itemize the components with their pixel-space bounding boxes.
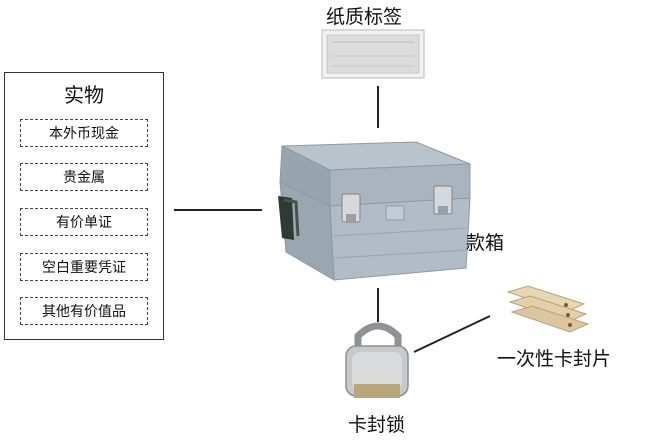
seal-strip-label: 一次性卡封片	[497, 348, 612, 370]
panel-title: 实物	[64, 83, 104, 107]
paper-tag-image	[321, 29, 425, 79]
seal-strip-image	[500, 284, 590, 333]
panel-item-currency: 本外币现金	[20, 119, 148, 147]
seal-lock-image	[345, 322, 409, 398]
panel-item-blank-vouchers: 空白重要凭证	[20, 253, 148, 281]
physical-items-panel: 实物 本外币现金 贵金属 有价单证 空白重要凭证 其他有价值品	[4, 72, 164, 340]
connector-lock-to-strip	[413, 315, 491, 353]
panel-item-precious-metals: 贵金属	[20, 163, 148, 191]
panel-item-securities: 有价单证	[20, 208, 148, 236]
cash-box-label: 款箱	[466, 232, 505, 254]
paper-tag-label: 纸质标签	[326, 6, 403, 28]
seal-lock-label: 卡封锁	[348, 414, 406, 436]
panel-item-other-valuables: 其他有价值品	[20, 297, 148, 325]
cash-box-image	[278, 141, 471, 281]
